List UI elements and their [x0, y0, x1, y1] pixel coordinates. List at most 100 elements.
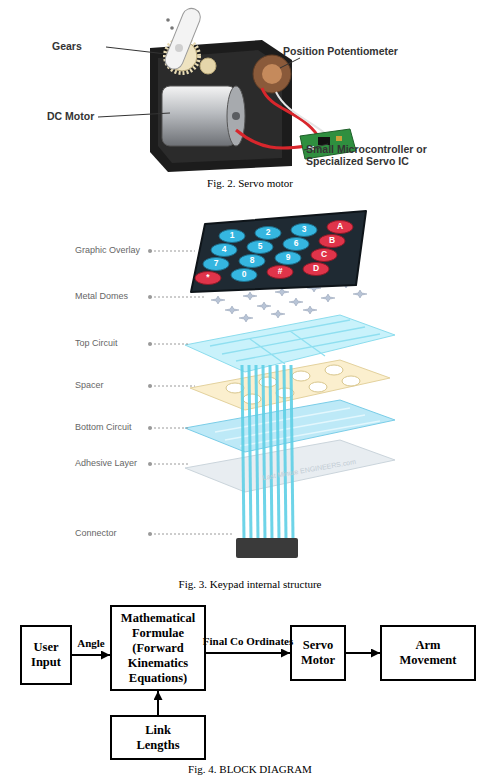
keypad-illustration: [148, 211, 395, 558]
key-legend: A: [337, 222, 343, 232]
key-cap: [319, 235, 345, 248]
key-cap: [195, 272, 221, 285]
metal-dome: [239, 314, 253, 322]
key-legend: D: [313, 264, 319, 274]
metal-dome: [353, 290, 367, 298]
part-label: Gears: [52, 40, 82, 52]
illustration-part: [148, 342, 152, 346]
metal-dome: [321, 294, 335, 302]
illustration-part: [150, 534, 232, 535]
illustration-part: [256, 365, 258, 540]
top-circuit-layer: [185, 315, 395, 372]
flow-arrow: [157, 691, 159, 715]
figure-caption: Fig. 2. Servo motor: [207, 177, 293, 190]
part-label: DC Motor: [47, 110, 94, 122]
box-text-group: Servo Motor: [296, 638, 340, 668]
illustration-part: [263, 365, 265, 540]
illustration-part: [291, 365, 293, 540]
illustration-part: [243, 394, 261, 404]
illustration-part: [148, 426, 152, 430]
box-label: User Input: [25, 640, 67, 670]
process-box: Link Lengths: [110, 715, 206, 760]
part-label: Small Microcontroller or Specialized Ser…: [306, 143, 456, 167]
servo-horn: [162, 6, 203, 72]
circuit-trace: [215, 408, 380, 446]
box-text-group: Mathematical Formulae (Forward Kinematic…: [118, 611, 198, 686]
key-legend: *: [206, 273, 209, 283]
key-cap: [303, 263, 329, 276]
box-text-group: User Input: [25, 640, 67, 670]
illustration-part: [292, 371, 310, 381]
leader-line: [280, 58, 300, 68]
key-cap: [219, 230, 245, 243]
adhesive-layer: [185, 440, 395, 492]
key-cap: [255, 227, 281, 240]
key-legend: 8: [250, 256, 255, 266]
keypad-keys: [195, 221, 353, 285]
layer-label: Bottom Circuit: [75, 422, 132, 432]
layer-label: Spacer: [75, 380, 104, 390]
box-label: Mathematical Formulae (Forward Kinematic…: [118, 611, 198, 686]
horn-hole: [166, 18, 170, 22]
figure-caption: Fig. 4. BLOCK DIAGRAM: [188, 763, 312, 776]
illustration-part: [150, 251, 195, 252]
illustration-part: [150, 386, 195, 387]
illustration-part: [150, 297, 205, 298]
flow-arrow: [346, 652, 380, 654]
process-box: Mathematical Formulae (Forward Kinematic…: [110, 605, 206, 691]
potentiometer-body: [253, 55, 291, 93]
gear-small: [200, 58, 216, 74]
key-cap: [311, 249, 337, 262]
leader-lines: [150, 251, 232, 534]
key-legend: 5: [258, 242, 263, 252]
flow-arrow: [206, 652, 290, 654]
illustration-part: [325, 365, 343, 375]
key-cap: [327, 221, 353, 234]
illustration-part: [150, 428, 190, 429]
illustration-part: [242, 365, 244, 540]
key-legend: 9: [286, 253, 291, 263]
servo-horn-hub: [175, 44, 183, 52]
process-box: Servo Motor: [290, 625, 346, 681]
ribbon-cable: [242, 365, 293, 540]
key-legend: 6: [294, 239, 299, 249]
circuit-trace: [210, 320, 380, 364]
key-cap: [267, 266, 293, 279]
horn-hole: [170, 26, 174, 30]
leader-line: [106, 47, 166, 54]
illustration-part: [270, 365, 272, 540]
dc-motor-endcap: [227, 86, 245, 146]
key-cap: [211, 244, 237, 257]
illustration-part: [148, 462, 152, 466]
box-text-group: Link Lengths: [134, 723, 182, 753]
wire: [262, 88, 318, 136]
edge-label: Angle: [77, 637, 105, 649]
figure-caption: Fig. 3. Keypad internal structure: [179, 578, 322, 591]
illustration-part: [148, 384, 152, 388]
illustration-part: [148, 249, 152, 253]
pcb-component: [336, 136, 342, 141]
metal-dome: [257, 302, 271, 310]
potentiometer-wiper: [262, 64, 282, 84]
leader-line: [98, 113, 170, 117]
illustration-part: [150, 464, 190, 465]
graphic-overlay: [191, 211, 366, 292]
key-legend: 3: [302, 225, 307, 235]
key-cap: [203, 258, 229, 271]
key-cap: [291, 224, 317, 237]
process-box: User Input: [20, 625, 72, 685]
metal-dome: [225, 306, 239, 314]
key-cap: [231, 269, 257, 282]
process-box: Arm Movement: [380, 625, 476, 681]
key-legend: B: [329, 236, 335, 246]
box-text-group: Arm Movement: [398, 638, 458, 668]
wire: [276, 92, 326, 134]
edge-label: Final Co Ordinates: [203, 635, 293, 647]
part-label: Position Potentiometer: [283, 45, 398, 57]
key-legend: #: [278, 267, 283, 277]
illustration-part: [148, 532, 152, 536]
metal-dome: [303, 306, 317, 314]
wire: [236, 130, 306, 148]
dc-motor-shaft: [232, 112, 240, 120]
layer-label: Graphic Overlay: [75, 245, 140, 255]
